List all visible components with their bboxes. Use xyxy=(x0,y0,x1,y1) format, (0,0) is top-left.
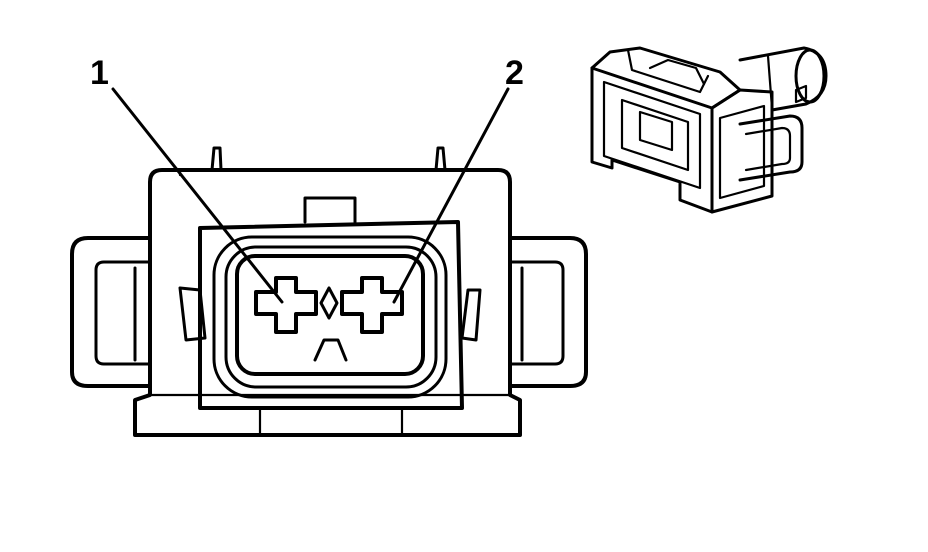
cavity-face xyxy=(235,254,425,376)
iso-pin-block xyxy=(638,110,674,152)
terminal-pin-2 xyxy=(340,276,404,334)
side-ear-left-inner xyxy=(94,260,152,366)
iso-front-inner xyxy=(602,80,702,190)
iso-side-ear xyxy=(738,114,804,182)
top-rib-right xyxy=(434,146,447,172)
side-ear-right xyxy=(508,236,588,388)
iso-front-window xyxy=(620,98,690,172)
inner-bezel xyxy=(212,235,448,399)
inner-frame xyxy=(198,220,464,410)
pin-label-2: 2 xyxy=(505,54,524,92)
top-rib-left xyxy=(210,146,223,172)
side-wedge-right xyxy=(460,288,482,342)
iso-side-inner xyxy=(718,104,766,200)
leader-line-2 xyxy=(392,87,510,304)
iso-rear-tab xyxy=(794,84,808,104)
connector-front-view: 1 2 xyxy=(70,54,588,437)
iso-side-face xyxy=(710,88,774,214)
iso-side-ear-inner xyxy=(744,126,792,172)
iso-rear-band xyxy=(766,54,774,110)
terminal-pin-1 xyxy=(254,276,318,334)
inner-bezel-2 xyxy=(224,245,438,389)
connector-body-outline xyxy=(133,168,522,437)
pin-separator xyxy=(319,286,339,320)
side-ear-right-inner xyxy=(508,260,565,366)
leader-line-1 xyxy=(111,87,284,304)
pin-label-1: 1 xyxy=(90,54,109,92)
iso-top-face xyxy=(590,46,742,110)
iso-top-tab xyxy=(648,58,706,86)
side-wedge-left xyxy=(178,286,207,342)
side-ear-left xyxy=(70,236,152,388)
locking-tab xyxy=(303,196,357,224)
keyway xyxy=(313,338,348,362)
iso-rear-cylinder-end xyxy=(794,48,826,104)
connector-isometric-view xyxy=(590,46,828,214)
